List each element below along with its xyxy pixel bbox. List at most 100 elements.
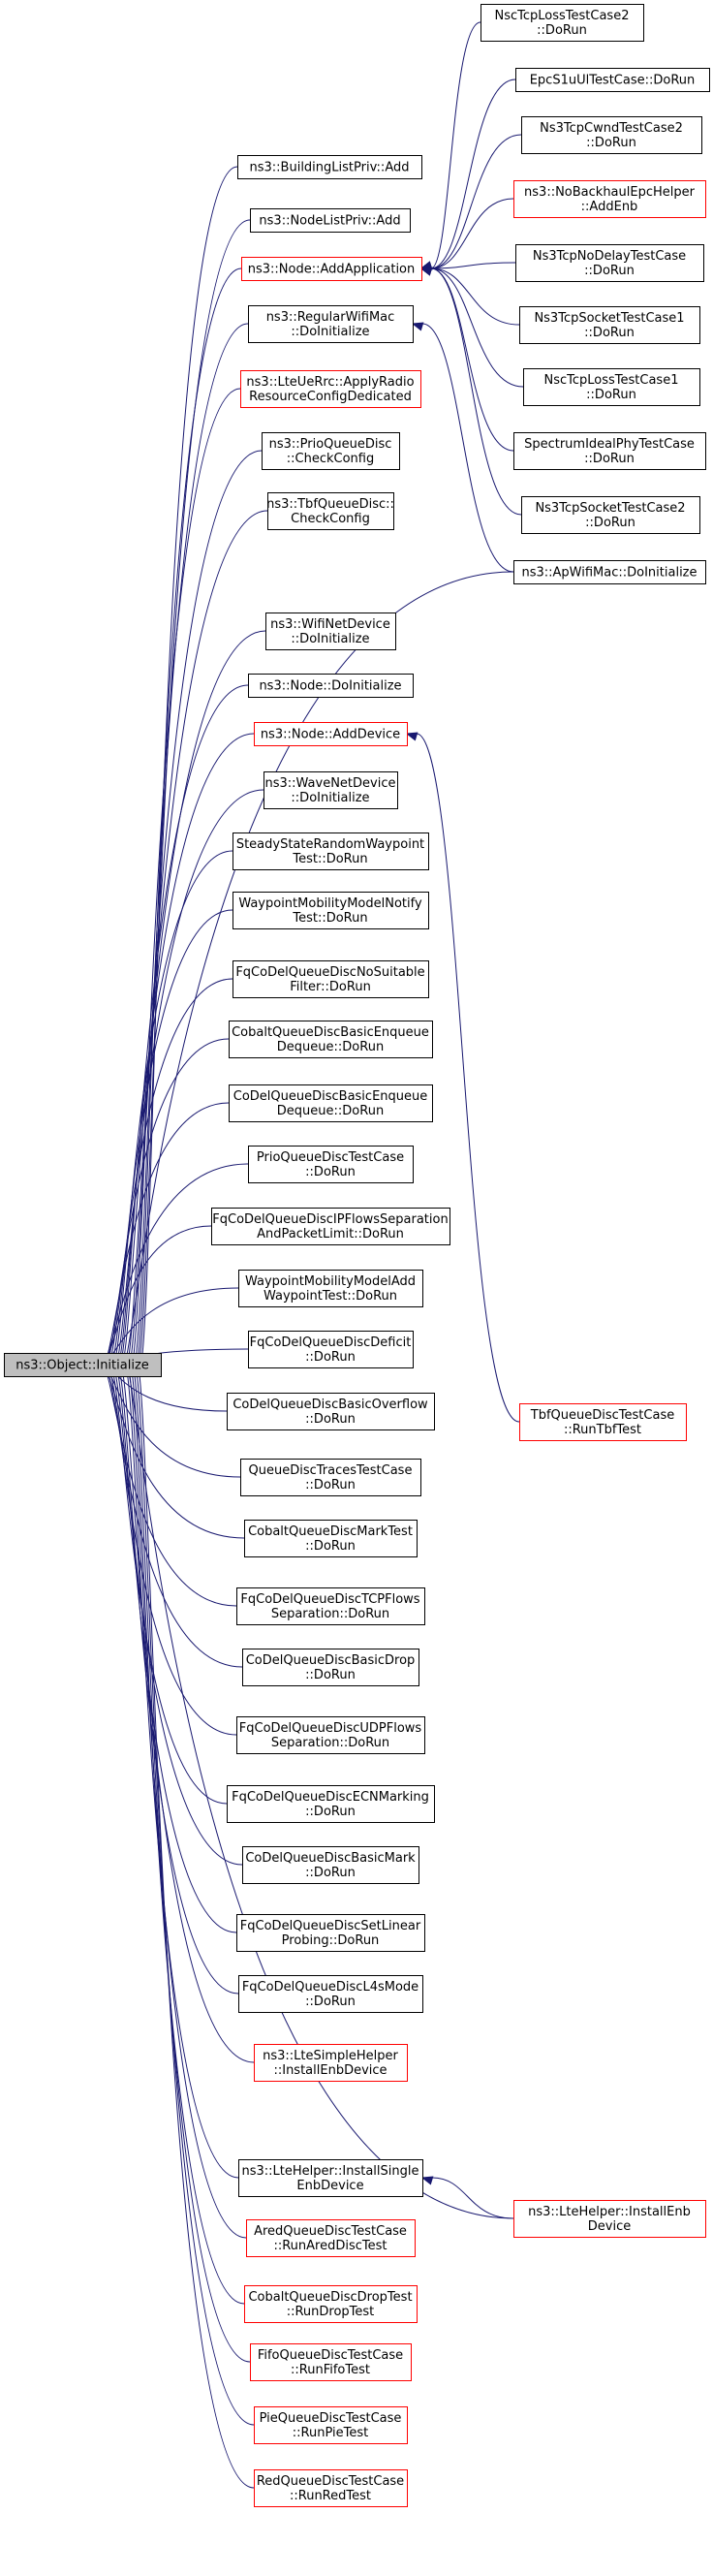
node-box — [254, 2406, 408, 2444]
node-box — [523, 368, 700, 406]
node-label: ns3::LteSimpleHelper — [263, 2049, 398, 2063]
graph-node[interactable]: EpcS1uUlTestCase::DoRun — [515, 68, 710, 92]
graph-node[interactable]: CoDelQueueDiscBasicMark::DoRun — [242, 1846, 419, 1884]
node-label: CoDelQueueDiscBasicDrop — [246, 1653, 416, 1668]
edge-line — [102, 1364, 245, 1539]
node-label: QueueDiscTracesTestCase — [249, 1463, 413, 1478]
node-label: ::RunRedTest — [290, 2489, 371, 2503]
graph-node[interactable]: CobaltQueueDiscMarkTest::DoRun — [244, 1520, 418, 1557]
graph-node[interactable]: ns3::Node::AddDevice — [254, 722, 408, 746]
graph-node[interactable]: ns3::WifiNetDevice::DoInitialize — [265, 613, 396, 650]
graph-node[interactable]: CoDelQueueDiscBasicDrop::DoRun — [242, 1649, 419, 1686]
graph-node[interactable]: SpectrumIdealPhyTestCase::DoRun — [513, 432, 706, 470]
edge-line — [430, 198, 514, 269]
edge-line — [430, 267, 522, 516]
graph-node[interactable]: FqCoDelQueueDiscECNMarking::DoRun — [227, 1785, 435, 1823]
node-label: Ns3TcpCwndTestCase2 — [540, 121, 683, 136]
node-label: ::DoRun — [305, 1805, 356, 1819]
node-label: ::DoRun — [305, 1412, 356, 1427]
graph-node[interactable]: ns3::RegularWifiMac::DoInitialize — [248, 305, 414, 343]
node-box — [267, 492, 394, 530]
graph-node[interactable]: FifoQueueDiscTestCase::RunFifoTest — [250, 2343, 412, 2381]
graph-node[interactable]: PrioQueueDiscTestCase::DoRun — [248, 1146, 414, 1183]
graph-node[interactable]: CoDelQueueDiscBasicOverflow::DoRun — [227, 1393, 435, 1430]
graph-node[interactable]: WaypointMobilityModelAddWaypointTest::Do… — [238, 1270, 423, 1307]
node-box — [229, 1021, 433, 1058]
graph-node[interactable]: Ns3TcpCwndTestCase2::DoRun — [521, 116, 702, 154]
graph-node[interactable]: ns3::LteSimpleHelper::InstallEnbDevice — [254, 2044, 408, 2082]
node-label: EpcS1uUlTestCase::DoRun — [530, 74, 696, 88]
node-label: WaypointTest::DoRun — [264, 1289, 397, 1304]
graph-node[interactable]: ns3::LteHelper::InstallEnbDevice — [513, 2200, 706, 2238]
node-box — [250, 2343, 412, 2381]
graph-node[interactable]: ns3::Node::AddApplication — [241, 257, 422, 281]
node-label: ::DoRun — [305, 1668, 356, 1682]
node-box — [515, 244, 704, 282]
edge-line — [121, 630, 266, 1366]
graph-node[interactable]: ns3::ApWifiMac::DoInitialize — [513, 560, 706, 584]
edge-line — [430, 79, 516, 269]
edge-line — [125, 1364, 239, 2179]
graph-node[interactable]: Ns3TcpSocketTestCase1::DoRun — [519, 306, 700, 344]
node-label: Probing::DoRun — [282, 1933, 380, 1948]
edge-line — [119, 684, 249, 1366]
edge-line — [430, 134, 522, 269]
graph-node[interactable]: FqCoDelQueueDiscDeficit::DoRun — [248, 1331, 414, 1368]
graph-node[interactable]: Ns3TcpNoDelayTestCase::DoRun — [515, 244, 704, 282]
node-box — [232, 960, 429, 998]
node-label: Device — [588, 2219, 631, 2234]
graph-node[interactable]: Ns3TcpSocketTestCase2::DoRun — [521, 496, 700, 534]
node-box — [519, 306, 700, 344]
node-label: FqCoDelQueueDiscIPFlowsSeparation — [212, 1212, 448, 1227]
node-box — [515, 68, 710, 92]
node-label: FqCoDelQueueDiscSetLinear — [240, 1919, 421, 1933]
graph-node[interactable]: NscTcpLossTestCase2::DoRun — [480, 4, 644, 42]
graph-node[interactable]: ns3::Object::Initialize — [4, 1353, 162, 1377]
node-label: CoDelQueueDiscBasicMark — [245, 1851, 416, 1866]
edge-line — [112, 850, 233, 1366]
graph-node[interactable]: ns3::PrioQueueDisc::CheckConfig — [262, 432, 400, 470]
node-label: ns3::WaveNetDevice — [264, 776, 395, 791]
nodes-layer: ns3::Object::Initialize ns3::BuildingList… — [4, 4, 710, 2507]
edge-line — [430, 262, 516, 269]
graph-node[interactable]: FqCoDelQueueDiscUDPFlowsSeparation::DoRu… — [236, 1716, 425, 1754]
node-label: FqCoDelQueueDiscECNMarking — [232, 1790, 429, 1805]
graph-node[interactable]: FqCoDelQueueDiscL4sMode::DoRun — [238, 1975, 423, 2013]
graph-node[interactable]: PieQueueDiscTestCase::RunPieTest — [254, 2406, 408, 2444]
graph-node[interactable]: ns3::WaveNetDevice::DoInitialize — [264, 771, 398, 809]
graph-node[interactable]: FqCoDelQueueDiscIPFlowsSeparationAndPack… — [211, 1208, 450, 1245]
graph-node[interactable]: ns3::NodeListPriv::Add — [250, 208, 411, 233]
node-label: ns3::Node::DoInitialize — [259, 679, 401, 694]
graph-node[interactable]: QueueDiscTracesTestCase::DoRun — [240, 1459, 421, 1496]
node-label: Filter::DoRun — [290, 980, 371, 994]
graph-node[interactable]: ns3::LteUeRrc::ApplyRadioResourceConfigD… — [240, 370, 421, 408]
node-label: FqCoDelQueueDiscTCPFlows — [240, 1592, 419, 1607]
graph-node[interactable]: ns3::Node::DoInitialize — [248, 674, 414, 698]
graph-node[interactable]: ns3::BuildingListPriv::Add — [237, 155, 422, 179]
node-label: ::DoRun — [305, 1995, 356, 2009]
node-label: ::DoInitialize — [291, 325, 369, 339]
edge-line — [138, 219, 251, 1366]
graph-node[interactable]: RedQueueDiscTestCase::RunRedTest — [254, 2469, 408, 2507]
graph-node[interactable]: ns3::TbfQueueDisc::CheckConfig — [266, 492, 394, 530]
graph-node[interactable]: FqCoDelQueueDiscTCPFlowsSeparation::DoRu… — [236, 1587, 425, 1625]
node-box — [211, 1208, 450, 1245]
node-box — [240, 370, 421, 408]
graph-node[interactable]: CobaltQueueDiscDropTest::RunDropTest — [244, 2285, 418, 2323]
node-label: RedQueueDiscTestCase — [257, 2474, 404, 2489]
graph-node[interactable]: TbfQueueDiscTestCase::RunTbfTest — [519, 1403, 687, 1441]
graph-node[interactable]: ns3::NoBackhaulEpcHelper::AddEnb — [513, 180, 706, 218]
node-label: EnbDevice — [296, 2179, 363, 2193]
node-label: CobaltQueueDiscDropTest — [248, 2290, 412, 2305]
graph-node[interactable]: CobaltQueueDiscBasicEnqueueDequeue::DoRu… — [229, 1021, 433, 1058]
node-label: Ns3TcpSocketTestCase1 — [534, 311, 684, 326]
graph-node[interactable]: NscTcpLossTestCase1::DoRun — [523, 368, 700, 406]
graph-node[interactable]: AredQueueDiscTestCase::RunAredDiscTest — [246, 2219, 416, 2257]
node-box — [244, 2285, 418, 2323]
